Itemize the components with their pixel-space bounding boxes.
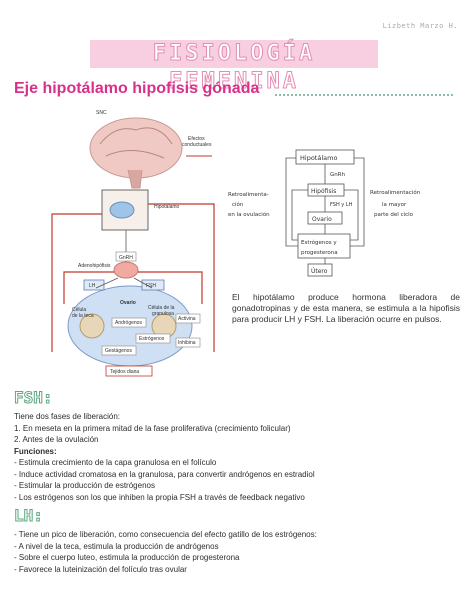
- flow-retro-pos-1: Retroalimentación: [370, 189, 421, 196]
- fsh-funciones-label: Funciones:: [14, 446, 57, 456]
- label-activina: Activina: [178, 316, 196, 322]
- brain-shape: [89, 117, 183, 179]
- label-snc: SNC: [96, 110, 107, 116]
- feedback-flow-diagram: Hipotálamo GnRh Hipófisis FSH y LH Ovari…: [222, 136, 462, 282]
- lh-line: - A nivel de la teca, estimula la produc…: [14, 541, 219, 551]
- label-gnrh: GnRH: [119, 255, 133, 261]
- flow-retro-neg-3: en la ovulación: [228, 211, 270, 218]
- flow-ovario: Ovario: [312, 216, 332, 223]
- lh-header: LH:: [14, 506, 44, 526]
- flow-hipofisis: Hipófisis: [311, 188, 336, 195]
- label-gestagenos: Gestágenos: [105, 348, 132, 354]
- flow-gnrh: GnRh: [330, 172, 346, 178]
- label-estrogenos: Estrógenos: [139, 336, 165, 342]
- label-fsh: FSH: [146, 283, 156, 289]
- author-name: Lizbeth Marzo H.: [382, 22, 458, 30]
- label-hipotalamo: Hipotálamo: [154, 204, 180, 210]
- flow-retro-pos-2: la mayor: [382, 202, 407, 208]
- flow-retro-neg-1: Retroalimenta-: [228, 192, 269, 198]
- flow-fsh-lh: FSH y LH: [330, 202, 353, 208]
- flow-hipotalamo: Hipotálamo: [300, 154, 337, 162]
- flow-estrogenos-2: progesterona: [301, 250, 338, 256]
- label-tejidos-diana: Tejidos diana: [110, 369, 139, 375]
- flow-utero: Útero: [311, 268, 328, 275]
- lh-line: - Sobre el cuerpo luteo, estimula la pro…: [14, 553, 240, 562]
- fsh-funcion: - Estimular la producción de estrógenos: [14, 481, 155, 490]
- lh-content: - Tiene un pico de liberación, como cons…: [14, 529, 464, 575]
- label-lh: LH: [89, 283, 96, 289]
- page-title: FISIOLOGÍA FEMENINA: [152, 41, 316, 95]
- label-celula-gran-2: granulosa: [152, 311, 174, 317]
- lh-line: - Favorece la luteinización del folículo…: [14, 564, 187, 574]
- fsh-funcion: - Induce actividad cromatosa en la granu…: [14, 469, 315, 479]
- label-inhibina: Inhibina: [178, 340, 196, 346]
- fsh-funcion: - Estimula crecimiento de la capa granul…: [14, 458, 217, 467]
- pituitary-shape: [113, 261, 139, 279]
- title-banner: FISIOLOGÍA FEMENINA: [90, 40, 378, 95]
- label-conductuales: conductuales: [182, 142, 212, 148]
- dotted-divider: [275, 94, 453, 96]
- fsh-content: Tiene dos fases de liberación: 1. En mes…: [14, 411, 464, 503]
- fsh-line: 1. En meseta en la primera mitad de la f…: [14, 423, 291, 433]
- label-androgenos: Andrógenos: [115, 320, 142, 326]
- flow-retro-pos-3: parte del ciclo: [374, 212, 414, 218]
- hpg-axis-diagram: SNC Efectos conductuales Hipotálamo GnRH…: [36, 104, 226, 380]
- section-title: Eje hipotálamo hipofisis gónada: [14, 80, 260, 97]
- fsh-line: Tiene dos fases de liberación:: [14, 412, 120, 421]
- label-adenohipofisis: Adenohipófisis: [78, 263, 111, 269]
- label-ovario: Ovario: [120, 300, 136, 306]
- flow-estrogenos-1: Estrógenos y: [301, 239, 337, 246]
- fsh-line: 2. Antes de la ovulación: [14, 435, 99, 444]
- lh-line: - Tiene un pico de liberación, como cons…: [14, 530, 317, 539]
- label-efectos: Efectos: [188, 136, 205, 142]
- label-celula-gran-1: Célula de la: [148, 305, 175, 311]
- label-celula-teca-1: Célula: [72, 307, 86, 313]
- flow-retro-neg-2: ción: [232, 201, 244, 208]
- intro-paragraph: El hipotálamo produce hormona liberadora…: [232, 292, 460, 324]
- label-celula-teca-2: de la teca: [72, 313, 94, 319]
- fsh-funcion: - Los estrógenos son los que inhiben la …: [14, 492, 305, 502]
- fsh-header: FSH:: [14, 388, 54, 408]
